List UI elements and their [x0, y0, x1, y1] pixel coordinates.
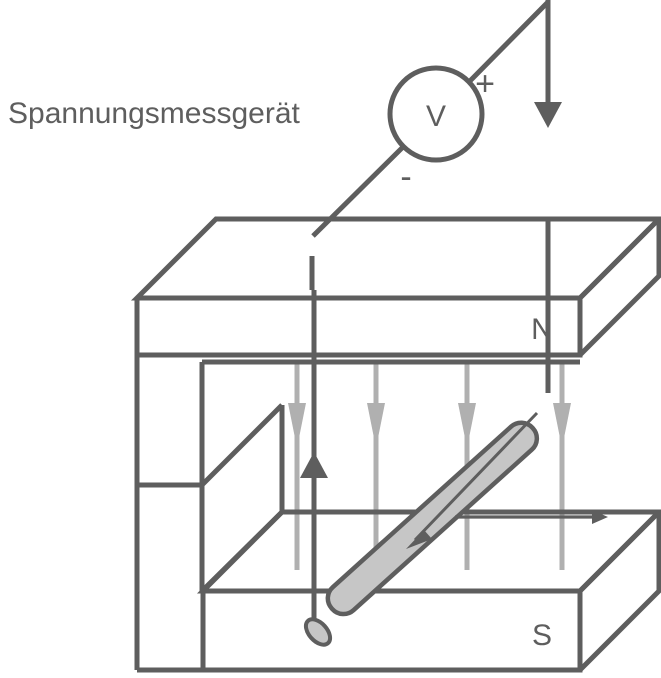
voltmeter-circle[interactable]	[387, 65, 485, 163]
magnet-assembly	[130, 216, 661, 673]
conducting-rod[interactable]	[301, 411, 543, 649]
rod-cylinder[interactable]	[322, 417, 543, 621]
circuit-wiring	[300, 0, 562, 634]
north-pole-label: N	[531, 313, 553, 346]
terminal-minus-label: -	[400, 158, 411, 196]
wire-current-arrow-down	[534, 102, 562, 128]
velocity-arrow	[455, 510, 608, 524]
wire-current-arrow-up	[300, 452, 328, 478]
upper-magnet-slab	[130, 216, 661, 358]
field-line-arrow-2	[367, 361, 385, 570]
voltmeter-symbol: V	[426, 100, 446, 133]
rod-end-cap	[303, 617, 333, 647]
field-line-arrow-4	[553, 361, 571, 570]
terminal-plus-label: +	[475, 65, 495, 103]
voltmeter[interactable]: V	[387, 65, 485, 163]
field-line-arrow-1	[288, 361, 306, 570]
rod-current-arrow	[406, 411, 539, 549]
yoke-back-panel	[134, 298, 580, 673]
south-pole-label: S	[532, 619, 552, 652]
page-title: Spannungsmessgerät	[8, 97, 301, 130]
